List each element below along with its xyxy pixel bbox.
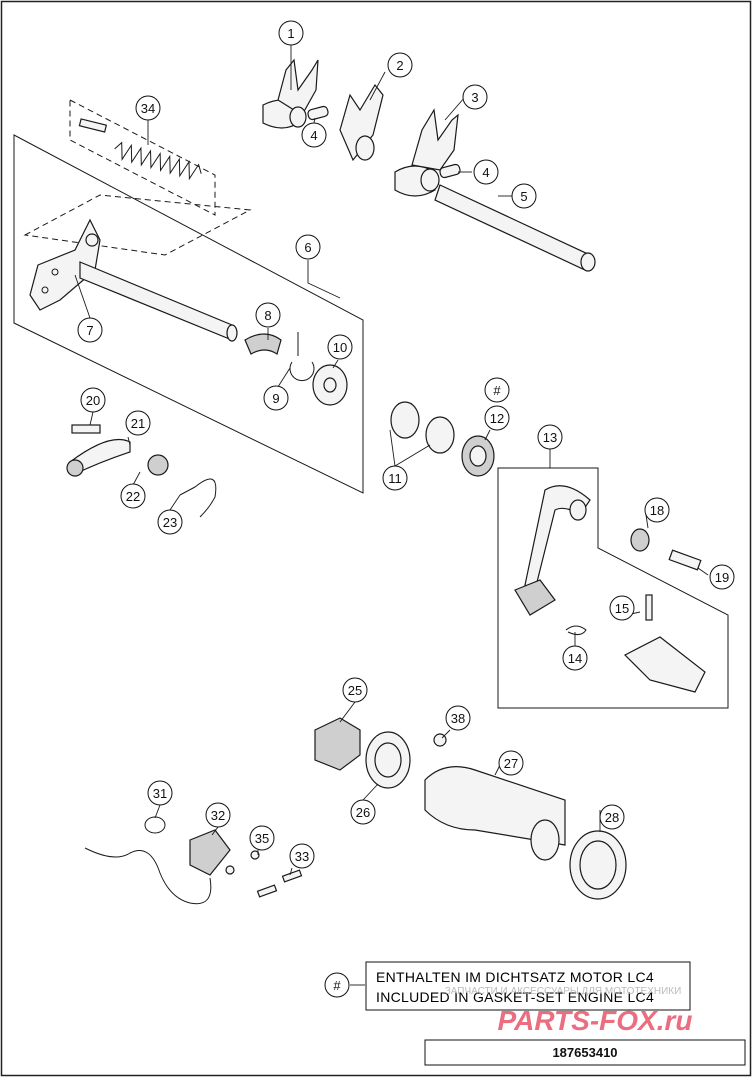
svg-text:28: 28 [605,810,619,825]
svg-text:38: 38 [451,711,465,726]
svg-text:20: 20 [86,393,100,408]
drawing-number-box [424,1039,746,1066]
callout-3[interactable]: 3 [462,84,488,110]
callout-38[interactable]: 38 [445,705,471,731]
svg-text:14: 14 [568,651,582,666]
svg-text:#: # [493,383,501,398]
callout-9[interactable]: 9 [263,385,289,411]
callout-12-hash[interactable]: # [484,377,510,403]
svg-text:27: 27 [504,756,518,771]
small-parts-20-23 [66,424,217,518]
svg-text:8: 8 [264,308,271,323]
svg-text:11: 11 [388,471,402,486]
svg-text:32: 32 [211,808,225,823]
callout-28[interactable]: 28 [599,804,625,830]
svg-text:4: 4 [482,165,489,180]
spring-assembly-34 [69,99,216,216]
callout-4a[interactable]: 4 [301,122,327,148]
watermark-subtitle: ЗАПЧАСТИ И АКСЕССУАРЫ ДЛЯ МОТОТЕХНИКИ [445,986,682,997]
legend-symbol: # [324,972,350,998]
gear-sensor-group [84,816,303,905]
callout-11[interactable]: 11 [382,465,408,491]
svg-text:#: # [333,978,341,993]
svg-text:1: 1 [287,26,294,41]
svg-text:9: 9 [272,391,279,406]
svg-text:6: 6 [304,240,311,255]
callout-25[interactable]: 25 [342,677,368,703]
svg-text:5: 5 [520,189,527,204]
callout-bubbles: 1 2 3 4 4 5 6 7 8 9 10 11 # 12 13 14 15 … [77,20,735,869]
legend-line-de: ENTHALTEN IM DICHTSATZ MOTOR LC4 [376,969,654,985]
callout-33[interactable]: 33 [289,843,315,869]
callout-4b[interactable]: 4 [473,159,499,185]
callout-5[interactable]: 5 [511,183,537,209]
callout-12[interactable]: 12 [484,405,510,431]
legend: # ENTHALTEN IM DICHTSATZ MOTOR LC4 INCLU… [324,961,691,1011]
callout-10[interactable]: 10 [327,334,353,360]
svg-text:22: 22 [126,489,140,504]
callout-31[interactable]: 31 [147,780,173,806]
watermark-brand: PARTS-FOX.ru [498,1005,693,1036]
callout-14[interactable]: 14 [562,645,588,671]
svg-text:10: 10 [333,340,347,355]
svg-text:12: 12 [490,411,504,426]
svg-text:25: 25 [348,683,362,698]
callout-15[interactable]: 15 [609,595,635,621]
callout-8[interactable]: 8 [255,302,281,328]
callout-21[interactable]: 21 [125,410,151,436]
callout-23[interactable]: 23 [157,509,183,535]
svg-text:4: 4 [310,128,317,143]
shift-drum-group [314,717,627,900]
shift-shaft-group-6 [13,134,364,494]
svg-text:23: 23 [163,515,177,530]
callout-6[interactable]: 6 [295,234,321,260]
svg-text:21: 21 [131,416,145,431]
callout-22[interactable]: 22 [120,483,146,509]
bearings-11-12 [390,401,495,477]
callout-18[interactable]: 18 [644,497,670,523]
svg-text:7: 7 [86,323,93,338]
callout-34[interactable]: 34 [135,95,161,121]
svg-text:35: 35 [255,831,269,846]
svg-text:3: 3 [471,90,478,105]
svg-text:13: 13 [543,430,557,445]
callout-26[interactable]: 26 [350,799,376,825]
legend-box [365,961,691,1011]
legend-line-en: INCLUDED IN GASKET-SET ENGINE LC4 [376,989,654,1005]
callout-7[interactable]: 7 [77,317,103,343]
footer: 187653410 [424,1039,746,1066]
svg-text:15: 15 [615,601,629,616]
callout-20[interactable]: 20 [80,387,106,413]
callout-32[interactable]: 32 [205,802,231,828]
svg-text:33: 33 [295,849,309,864]
svg-text:26: 26 [356,805,370,820]
svg-text:2: 2 [396,58,403,73]
callout-13[interactable]: 13 [537,424,563,450]
callout-35[interactable]: 35 [249,825,275,851]
svg-text:19: 19 [715,570,729,585]
svg-text:31: 31 [153,786,167,801]
callout-1[interactable]: 1 [278,20,304,46]
callout-2[interactable]: 2 [387,52,413,78]
svg-text:34: 34 [141,101,155,116]
watermark: ЗАПЧАСТИ И АКСЕССУАРЫ ДЛЯ МОТОТЕХНИКИ PA… [445,986,693,1036]
callout-19[interactable]: 19 [709,564,735,590]
shift-lever-group-13 [497,467,729,709]
drawing-number: 187653410 [552,1045,617,1060]
svg-text:18: 18 [650,503,664,518]
callout-27[interactable]: 27 [498,750,524,776]
shift-forks [262,58,596,272]
